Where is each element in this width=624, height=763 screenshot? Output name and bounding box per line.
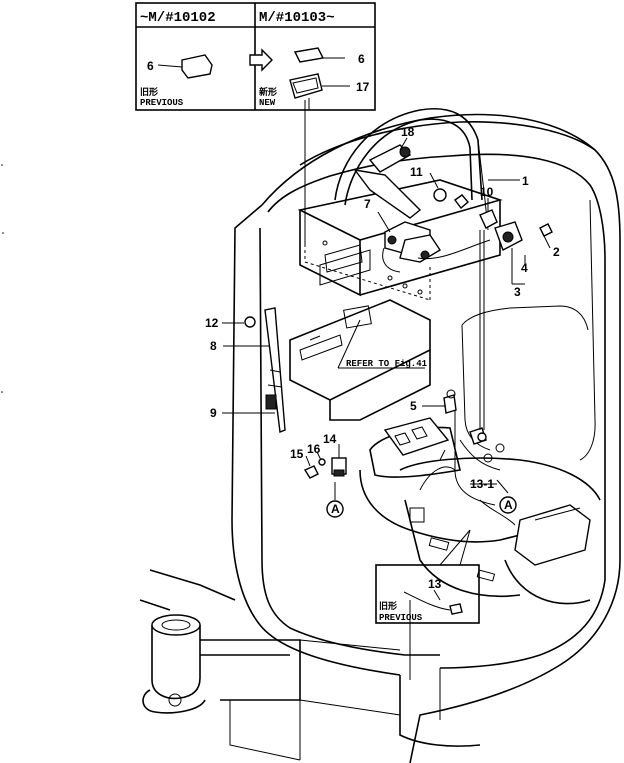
cab-outline (231, 113, 621, 763)
callout-10: 10 (480, 185, 494, 199)
refer-note: REFER TO Fig.41 (346, 359, 428, 369)
connector-a1-label: A (331, 502, 340, 516)
callout-8: 8 (210, 339, 217, 353)
inset-right-header: M/#10103~ (259, 10, 335, 26)
leader-lines (222, 137, 551, 500)
switch-old-part (181, 54, 213, 79)
callout-5: 5 (410, 399, 417, 413)
switch-new-part (293, 47, 325, 63)
inset-bottom-kanji: 旧形 (379, 600, 397, 612)
arrow-right-icon (249, 48, 273, 72)
inset-left-header: ~M/#10102 (140, 10, 216, 26)
connector-A-icon (326, 500, 344, 518)
base-frame (139, 569, 401, 761)
callout-2: 2 (553, 245, 560, 259)
inset-right-kanji: 新形 (259, 86, 277, 98)
dashboard-panel (289, 179, 503, 421)
callout-1: 1 (522, 174, 529, 188)
callout-3: 3 (514, 285, 521, 299)
callout-6-new: 6 (358, 52, 365, 66)
callout-12: 12 (205, 316, 219, 330)
connector-A-icon (499, 496, 517, 514)
callout-17: 17 (356, 80, 370, 94)
inset-right-caption: NEW (259, 98, 276, 108)
callout-18: 18 (401, 125, 415, 139)
wiper-arm (244, 307, 286, 433)
callout-9: 9 (210, 406, 217, 420)
callout-7: 7 (364, 197, 371, 211)
inset-left-kanji: 旧形 (140, 86, 158, 98)
switch-cluster (353, 144, 553, 273)
switch-17-part (289, 73, 323, 99)
wire-harness-1 (477, 230, 487, 442)
callout-labels: ~M/#10102 M/#10103~ 旧形 PREVIOUS 新形 NEW 旧… (140, 10, 560, 623)
callout-15: 15 (290, 447, 304, 461)
callout-16: 16 (307, 442, 321, 456)
inset-bottom (375, 529, 480, 624)
connector-a2-label: A (504, 498, 513, 512)
scan-dots (1, 164, 4, 393)
inset-left-caption: PREVIOUS (140, 98, 184, 108)
inset-top (135, 2, 376, 245)
relay-group (303, 457, 347, 479)
callout-14: 14 (323, 432, 337, 446)
callout-13-1: 13-1 (470, 477, 494, 491)
inset-bottom-caption: PREVIOUS (379, 613, 423, 623)
connector-markers: A A (326, 496, 517, 518)
callout-11: 11 (410, 165, 423, 179)
callout-13: 13 (428, 577, 442, 591)
callout-4: 4 (521, 261, 528, 275)
callout-6-old: 6 (147, 59, 154, 73)
